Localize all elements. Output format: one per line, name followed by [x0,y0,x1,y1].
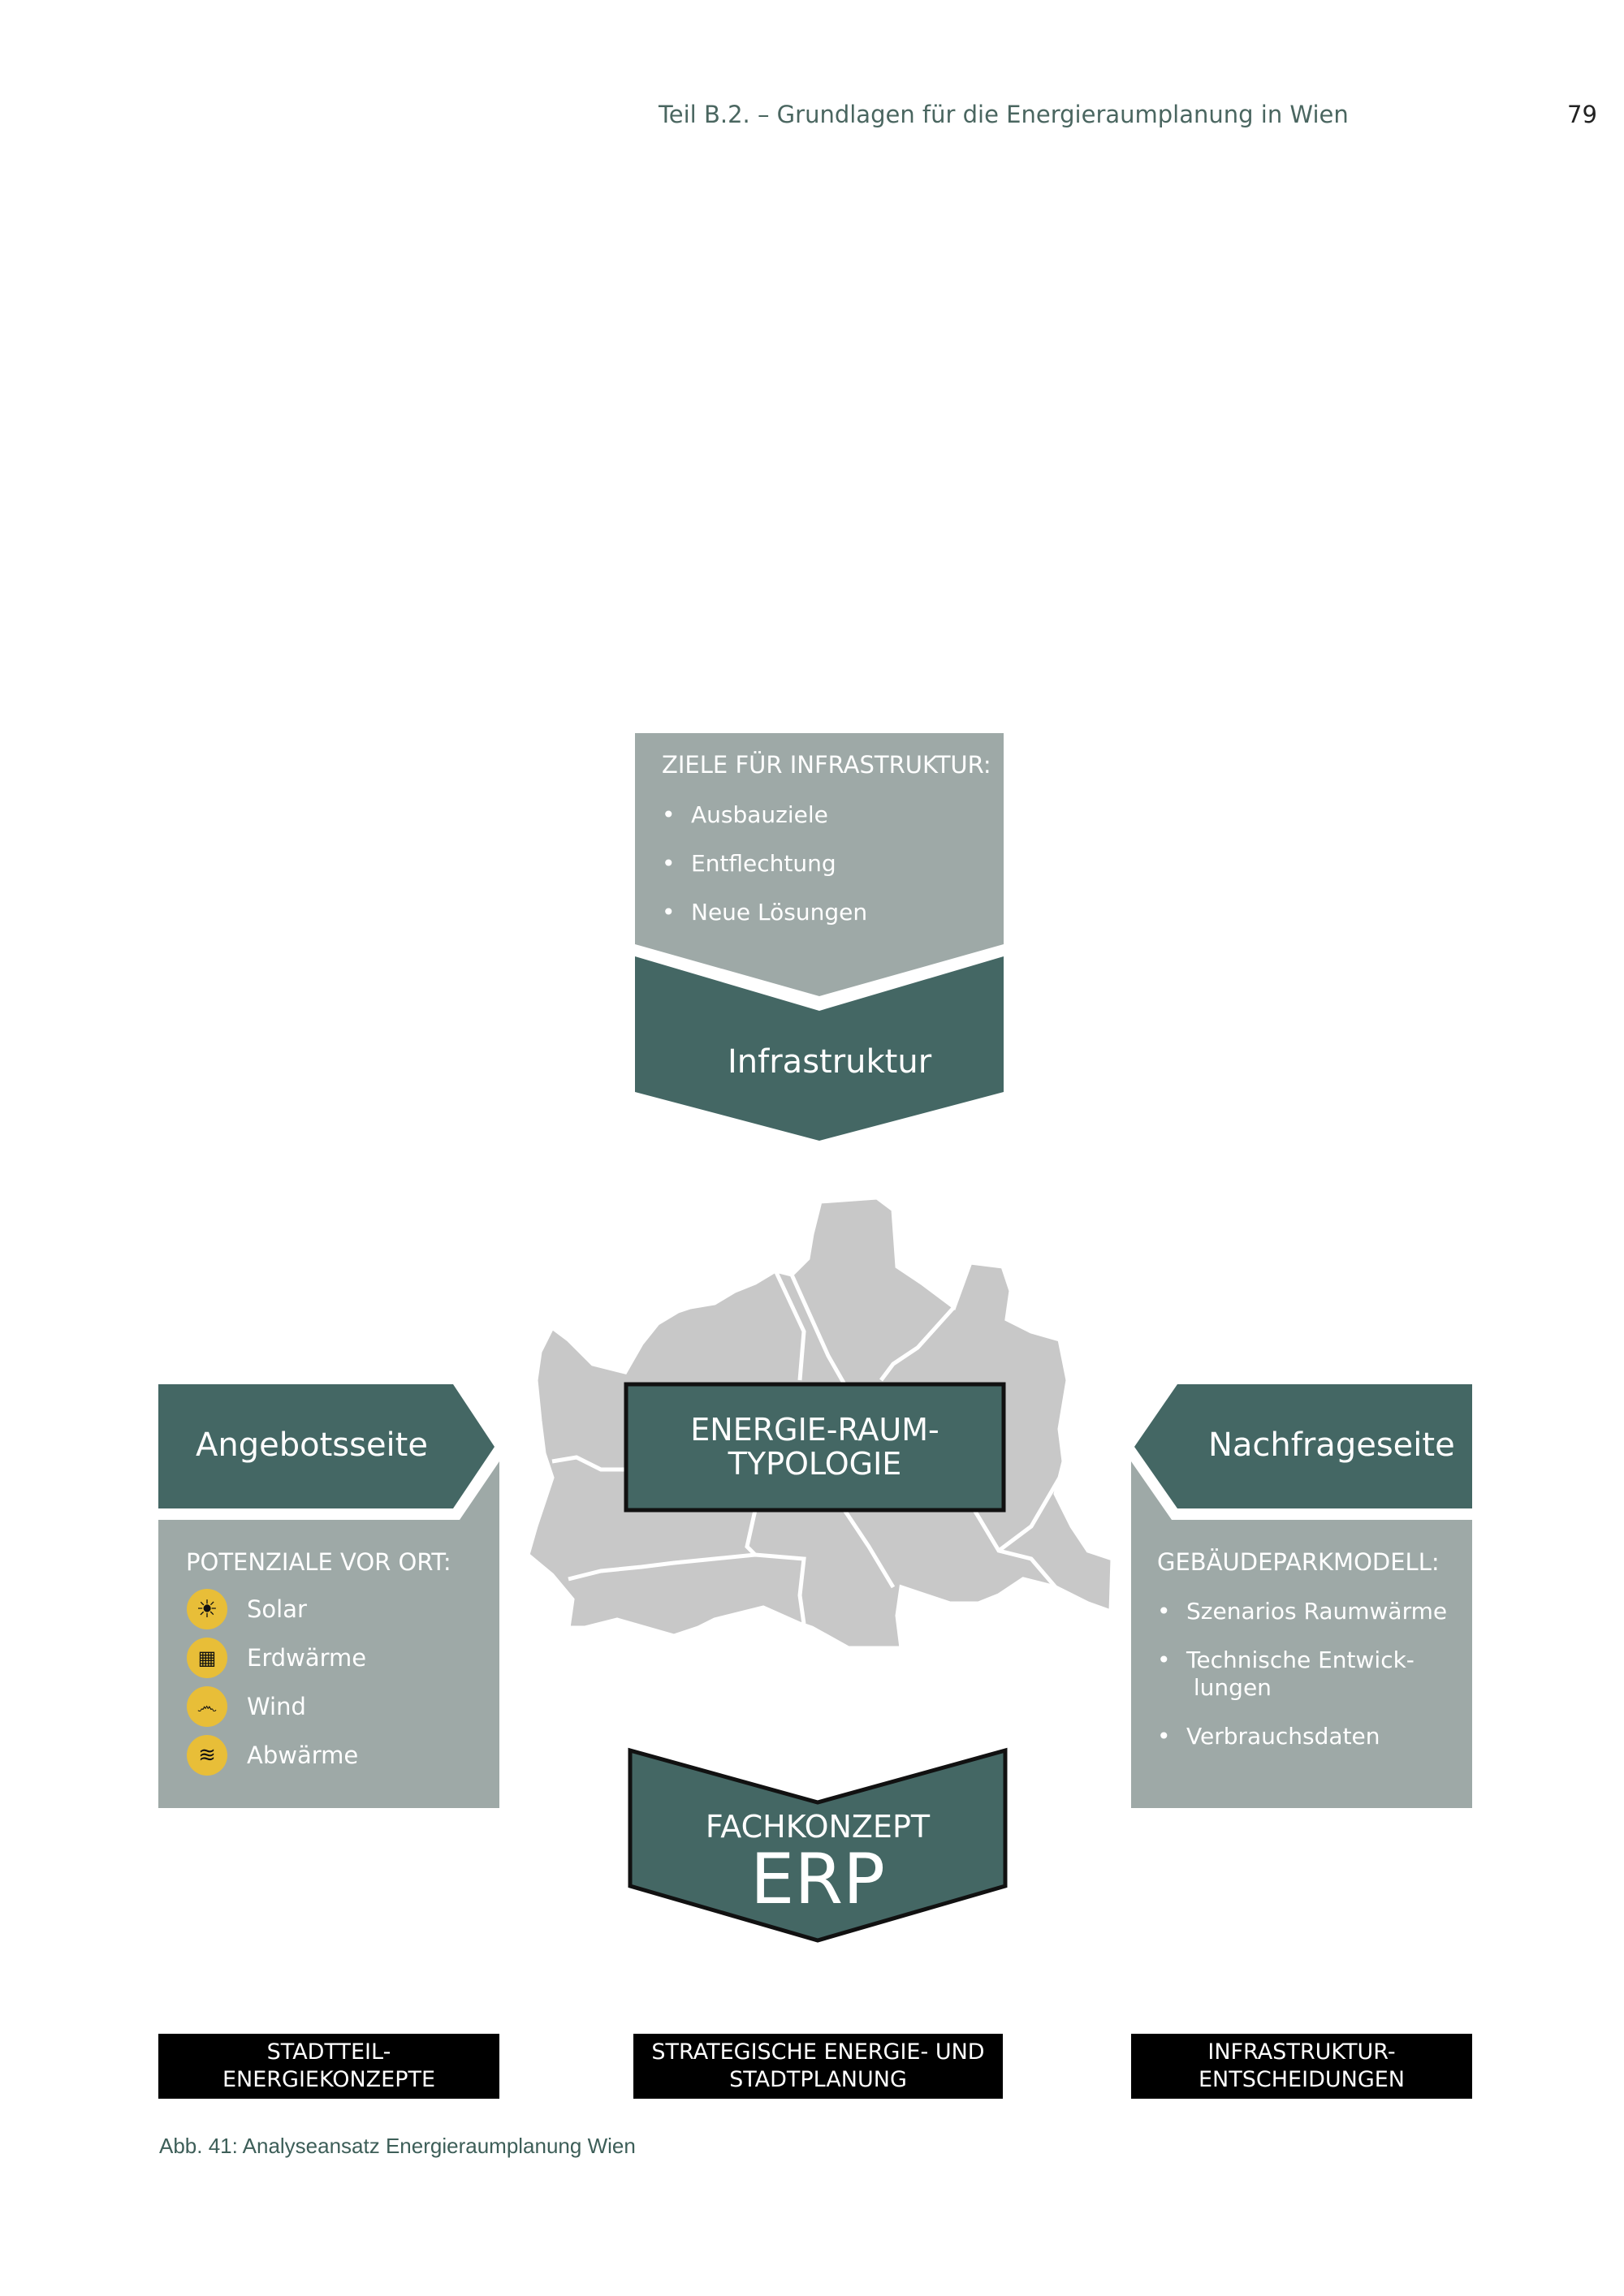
infra-title: Infrastruktur [728,1043,932,1081]
typology-box [624,1382,1006,1513]
wind-icon: ෴ [187,1686,227,1727]
fachkonzept-shape [628,1747,1008,1943]
output-infrastruktur: INFRASTRUKTUR- ENTSCHEIDUNGEN [1131,2034,1472,2099]
figure-caption: Abb. 41: Analyseansatz Energieraumplanun… [159,2134,636,2158]
nachfrage-list: Szenarios Raumwärme Technische Entwick- … [1157,1598,1449,1772]
output-strategisch: STRATEGISCHE ENERGIE- UND STADTPLANUNG [633,2034,1003,2099]
list-item: Ausbauziele [662,801,867,829]
typology-line2: TYPOLOGIE [728,1446,902,1482]
infra-goals-heading: ZIELE FÜR INFRASTRUKTUR: [662,751,991,779]
angebot-box [158,1461,499,1808]
output-stadtteil: STADTTEIL- ENERGIEKONZEPTE [158,2034,499,2099]
potential-list: ☀ Solar ▦ Erdwärme ෴ Wind ≋ Abwärme [187,1585,366,1780]
fachkonzept-line2: ERP [750,1839,885,1920]
fachkonzept-label: FACHKONZEPT ERP [630,1809,1005,1914]
list-item: Technische Entwick- lungen [1157,1646,1449,1702]
item-label: Solar [247,1595,307,1623]
angebot-arrow [158,1384,495,1508]
nachfrage-arrow [1134,1384,1472,1508]
list-item: Entflechtung [662,850,867,878]
list-item: ≋ Abwärme [187,1731,366,1780]
nachfrage-title: Nachfrageseite [1208,1426,1455,1464]
waste-heat-icon: ≋ [187,1735,227,1776]
list-item: ☀ Solar [187,1585,366,1634]
list-item: Szenarios Raumwärme [1157,1598,1449,1625]
geothermal-icon: ▦ [187,1638,227,1678]
infra-goals-list: Ausbauziele Entflechtung Neue Lösungen [662,801,867,947]
running-header: Teil B.2. – Grundlagen für die Energiera… [659,101,1349,128]
angebot-heading: POTENZIALE VOR ORT: [186,1548,451,1576]
list-item: ෴ Wind [187,1682,366,1731]
item-label: Erdwärme [247,1644,367,1672]
nachfrage-heading: GEBÄUDEPARKMODELL: [1157,1548,1440,1576]
nachfrage-box [1131,1461,1472,1808]
list-item: Neue Lösungen [662,899,867,926]
typology-label: ENERGIE-RAUM- TYPOLOGIE [626,1413,1004,1481]
item-label: Wind [247,1693,306,1720]
sun-icon: ☀ [187,1589,227,1629]
typology-line1: ENERGIE-RAUM- [690,1412,939,1448]
fachkonzept-line1: FACHKONZEPT [705,1809,931,1845]
infra-arrow [635,956,1004,1141]
list-item: Verbrauchsdaten [1157,1723,1449,1750]
page-number: 79 [1567,101,1597,128]
list-item: ▦ Erdwärme [187,1634,366,1682]
angebot-title: Angebotsseite [196,1426,428,1464]
item-label: Abwärme [247,1741,359,1769]
